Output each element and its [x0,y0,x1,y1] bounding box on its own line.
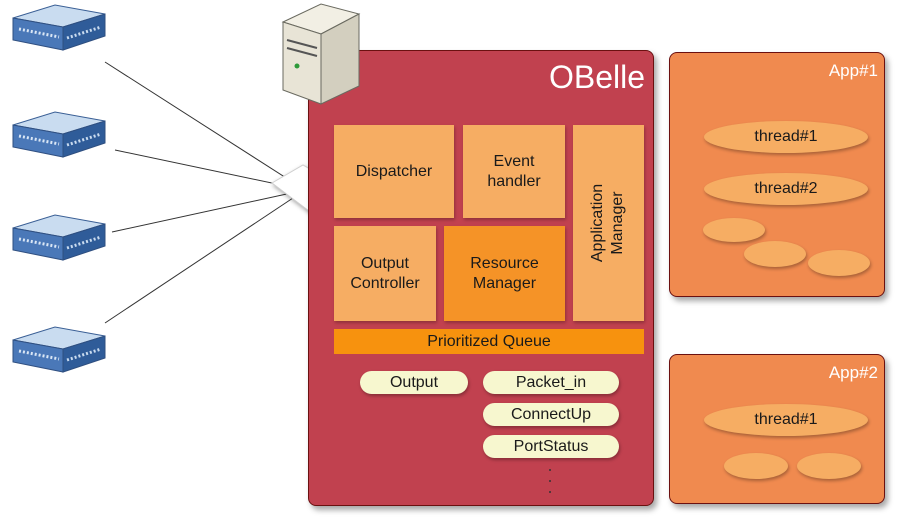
network-switch-icon [12,111,106,158]
app-1-thread-2: thread#2 [704,173,868,205]
app-1-title: App#1 [828,61,878,80]
link-line-3 [111,189,306,233]
application-manager-module: Application Manager [573,125,644,321]
app-2-thread-small [797,453,861,479]
connect-up-message: ConnectUp [483,403,619,426]
resource-manager-module: Resource Manager [444,226,565,321]
prioritized-queue-label: Prioritized Queue [427,332,551,350]
output-controller-module: Output Controller [334,226,436,321]
app-2-title: App#2 [828,363,878,382]
event-handler-label: Event handler [487,152,541,190]
dispatcher-module: Dispatcher [334,125,454,218]
packet-in-message: Packet_in [483,371,619,394]
prioritized-queue: Prioritized Queue [334,329,644,354]
port-status-message: PortStatus [483,435,619,458]
app-2-thread-1: thread#1 [704,404,868,436]
app-2-thread-1-label: thread#1 [754,411,818,428]
link-line-4 [104,189,306,324]
packet-in-message-label: Packet_in [515,373,587,391]
network-switch-icon [12,4,106,51]
connect-up-message-label: ConnectUp [510,405,592,423]
app-1-thread-small [703,218,765,242]
app-1-thread-small [744,241,806,267]
ellipsis-dot [549,469,551,471]
server-tower-icon [281,3,361,105]
app-1-thread-small [808,250,870,276]
resource-manager-label: Resource Manager [470,254,539,292]
output-message: Output [360,371,468,394]
ellipsis-dot [549,480,551,482]
port-status-message-label: PortStatus [513,437,589,455]
app-1-thread-2-label: thread#2 [754,180,818,197]
application-manager-label: Application Manager [589,183,627,263]
event-handler-module: Event handler [463,125,565,218]
app-1-thread-1: thread#1 [704,121,868,153]
dispatcher-label: Dispatcher [355,162,433,180]
network-switch-icon [12,214,106,261]
link-line-1 [104,61,306,191]
ellipsis-dot [549,491,551,493]
app-2-thread-small [724,453,788,479]
output-controller-label: Output Controller [350,254,420,292]
obelle-title: OBelle [548,59,645,95]
output-message-label: Output [389,373,439,391]
app-1-thread-1-label: thread#1 [754,128,818,145]
network-switch-icon [12,326,106,373]
